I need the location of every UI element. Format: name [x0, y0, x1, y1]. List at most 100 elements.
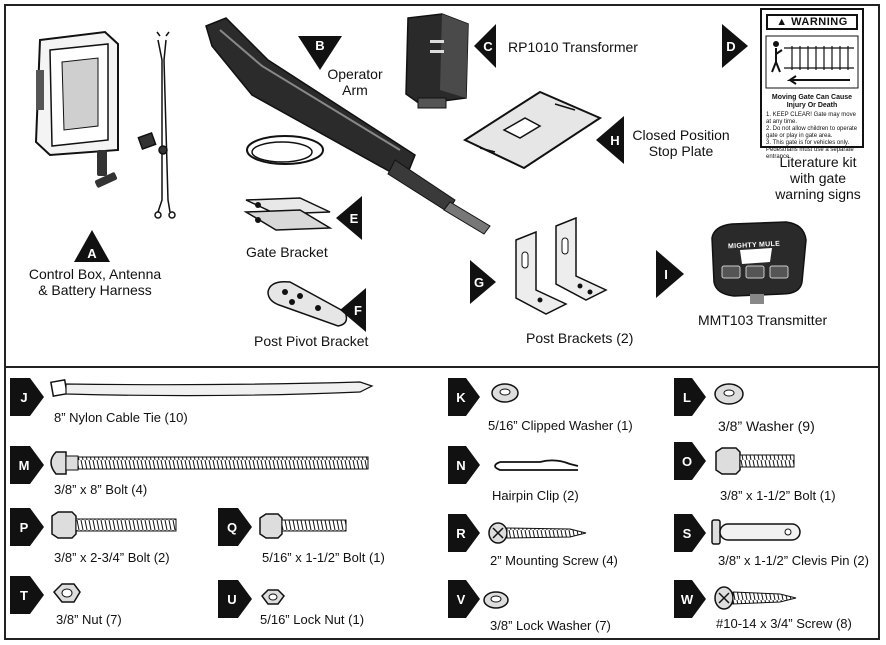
hex-bolt-small-icon: [259, 513, 347, 539]
badge-s: S: [674, 514, 706, 552]
badge-e: E: [336, 196, 362, 240]
badge-a: A: [74, 230, 110, 262]
svg-text:L: L: [683, 390, 691, 405]
label-5-16-bolt: 5/16” x 1-1/2” Bolt (1): [262, 550, 385, 565]
diagram-frame: [4, 4, 880, 640]
svg-text:D: D: [726, 39, 735, 54]
antenna-icon: [94, 150, 118, 188]
badge-u: U: [218, 580, 252, 618]
label-gate-bracket: Gate Bracket: [246, 244, 328, 260]
svg-text:W: W: [681, 592, 694, 607]
hex-bolt-icon: [715, 447, 795, 475]
svg-text:A: A: [87, 246, 97, 261]
label-clevis-pin: 3/8” x 1-1/2” Clevis Pin (2): [718, 553, 869, 568]
badge-b: B: [298, 36, 342, 70]
nut-icon: [52, 583, 81, 603]
svg-text:O: O: [682, 454, 692, 469]
post-pivot-bracket-icon: [267, 280, 348, 327]
badge-r: R: [448, 514, 480, 552]
badge-w: W: [674, 580, 706, 618]
label-2-75in-bolt: 3/8” x 2-3/4” Bolt (2): [54, 550, 170, 565]
badge-c: C: [474, 24, 496, 68]
transmitter-brand: MIGHTY MULE: [727, 240, 781, 251]
badge-m: M: [10, 446, 44, 484]
badge-k: K: [448, 378, 480, 416]
badge-l: L: [674, 378, 706, 416]
warning-sign-header: ▲ WARNING: [766, 14, 858, 30]
label-control-box: Control Box, Antenna& Battery Harness: [28, 266, 162, 298]
gate-bracket-icon: [243, 197, 333, 231]
label-clipped-washer: 5/16” Clipped Washer (1): [488, 418, 633, 433]
badge-d: D: [722, 24, 748, 68]
badge-g: G: [470, 260, 496, 304]
section-divider: [4, 366, 880, 368]
svg-text:H: H: [610, 133, 619, 148]
label-screw: #10-14 x 3/4” Screw (8): [716, 616, 852, 631]
label-1-5in-bolt: 3/8” x 1-1/2” Bolt (1): [720, 488, 836, 503]
label-post-pivot-bracket: Post Pivot Bracket: [254, 333, 369, 349]
hairpin-clip-icon: [494, 459, 579, 471]
label-transformer: RP1010 Transformer: [508, 39, 638, 55]
svg-text:V: V: [457, 592, 466, 607]
post-brackets-icon: [515, 216, 608, 315]
badge-t: T: [10, 576, 44, 614]
mounting-screw-icon: [488, 522, 587, 544]
svg-text:M: M: [19, 458, 30, 473]
svg-text:I: I: [664, 267, 668, 282]
label-post-brackets: Post Brackets (2): [526, 330, 634, 346]
badge-f: F: [340, 288, 366, 332]
stop-plate-icon: [462, 90, 603, 170]
cable-tie-icon: [50, 379, 374, 397]
svg-text:J: J: [20, 390, 27, 405]
badge-h: H: [596, 116, 624, 164]
svg-text:E: E: [350, 211, 359, 226]
svg-text:U: U: [227, 592, 236, 607]
transformer-icon: [405, 13, 469, 109]
label-lock-nut: 5/16” Lock Nut (1): [260, 612, 365, 627]
svg-text:P: P: [20, 520, 29, 535]
clevis-pin-icon: [711, 519, 801, 545]
svg-text:Q: Q: [227, 520, 237, 535]
lock-washer-icon: [483, 591, 509, 609]
label-mounting-screw: 2” Mounting Screw (4): [490, 553, 618, 568]
badge-o: O: [674, 442, 706, 480]
badge-i: I: [656, 250, 684, 298]
badge-q: Q: [218, 508, 252, 546]
label-lock-washer: 3/8” Lock Washer (7): [490, 618, 611, 633]
svg-text:R: R: [456, 526, 466, 541]
svg-text:N: N: [456, 458, 465, 473]
lock-nut-icon: [261, 589, 285, 605]
svg-text:B: B: [315, 38, 324, 53]
control-box-icon: [34, 30, 119, 157]
label-cable-tie: 8” Nylon Cable Tie (10): [54, 410, 188, 425]
gate-hazard-icon: [765, 35, 859, 89]
hex-washer-screw-icon: [714, 586, 797, 610]
badge-v: V: [448, 580, 480, 618]
operator-arm-icon: [205, 17, 491, 235]
clipped-washer-icon: [491, 383, 519, 403]
label-washer: 3/8” Washer (9): [718, 418, 815, 434]
svg-text:T: T: [20, 588, 28, 603]
battery-harness-icon: [137, 31, 176, 219]
svg-text:C: C: [483, 39, 493, 54]
label-nut: 3/8” Nut (7): [56, 612, 122, 627]
badge-p: P: [10, 508, 44, 546]
badge-j: J: [10, 378, 44, 416]
svg-text:F: F: [354, 303, 362, 318]
label-hairpin-clip: Hairpin Clip (2): [492, 488, 579, 503]
svg-text:K: K: [456, 390, 466, 405]
washer-icon: [714, 383, 744, 405]
badge-n: N: [448, 446, 480, 484]
svg-text:G: G: [474, 275, 484, 290]
label-8in-bolt: 3/8” x 8” Bolt (4): [54, 482, 148, 497]
label-transmitter: MMT103 Transmitter: [698, 312, 828, 328]
transmitter-icon: [711, 221, 807, 304]
hex-bolt-long-icon: [51, 511, 177, 539]
carriage-bolt-icon: [50, 451, 369, 475]
